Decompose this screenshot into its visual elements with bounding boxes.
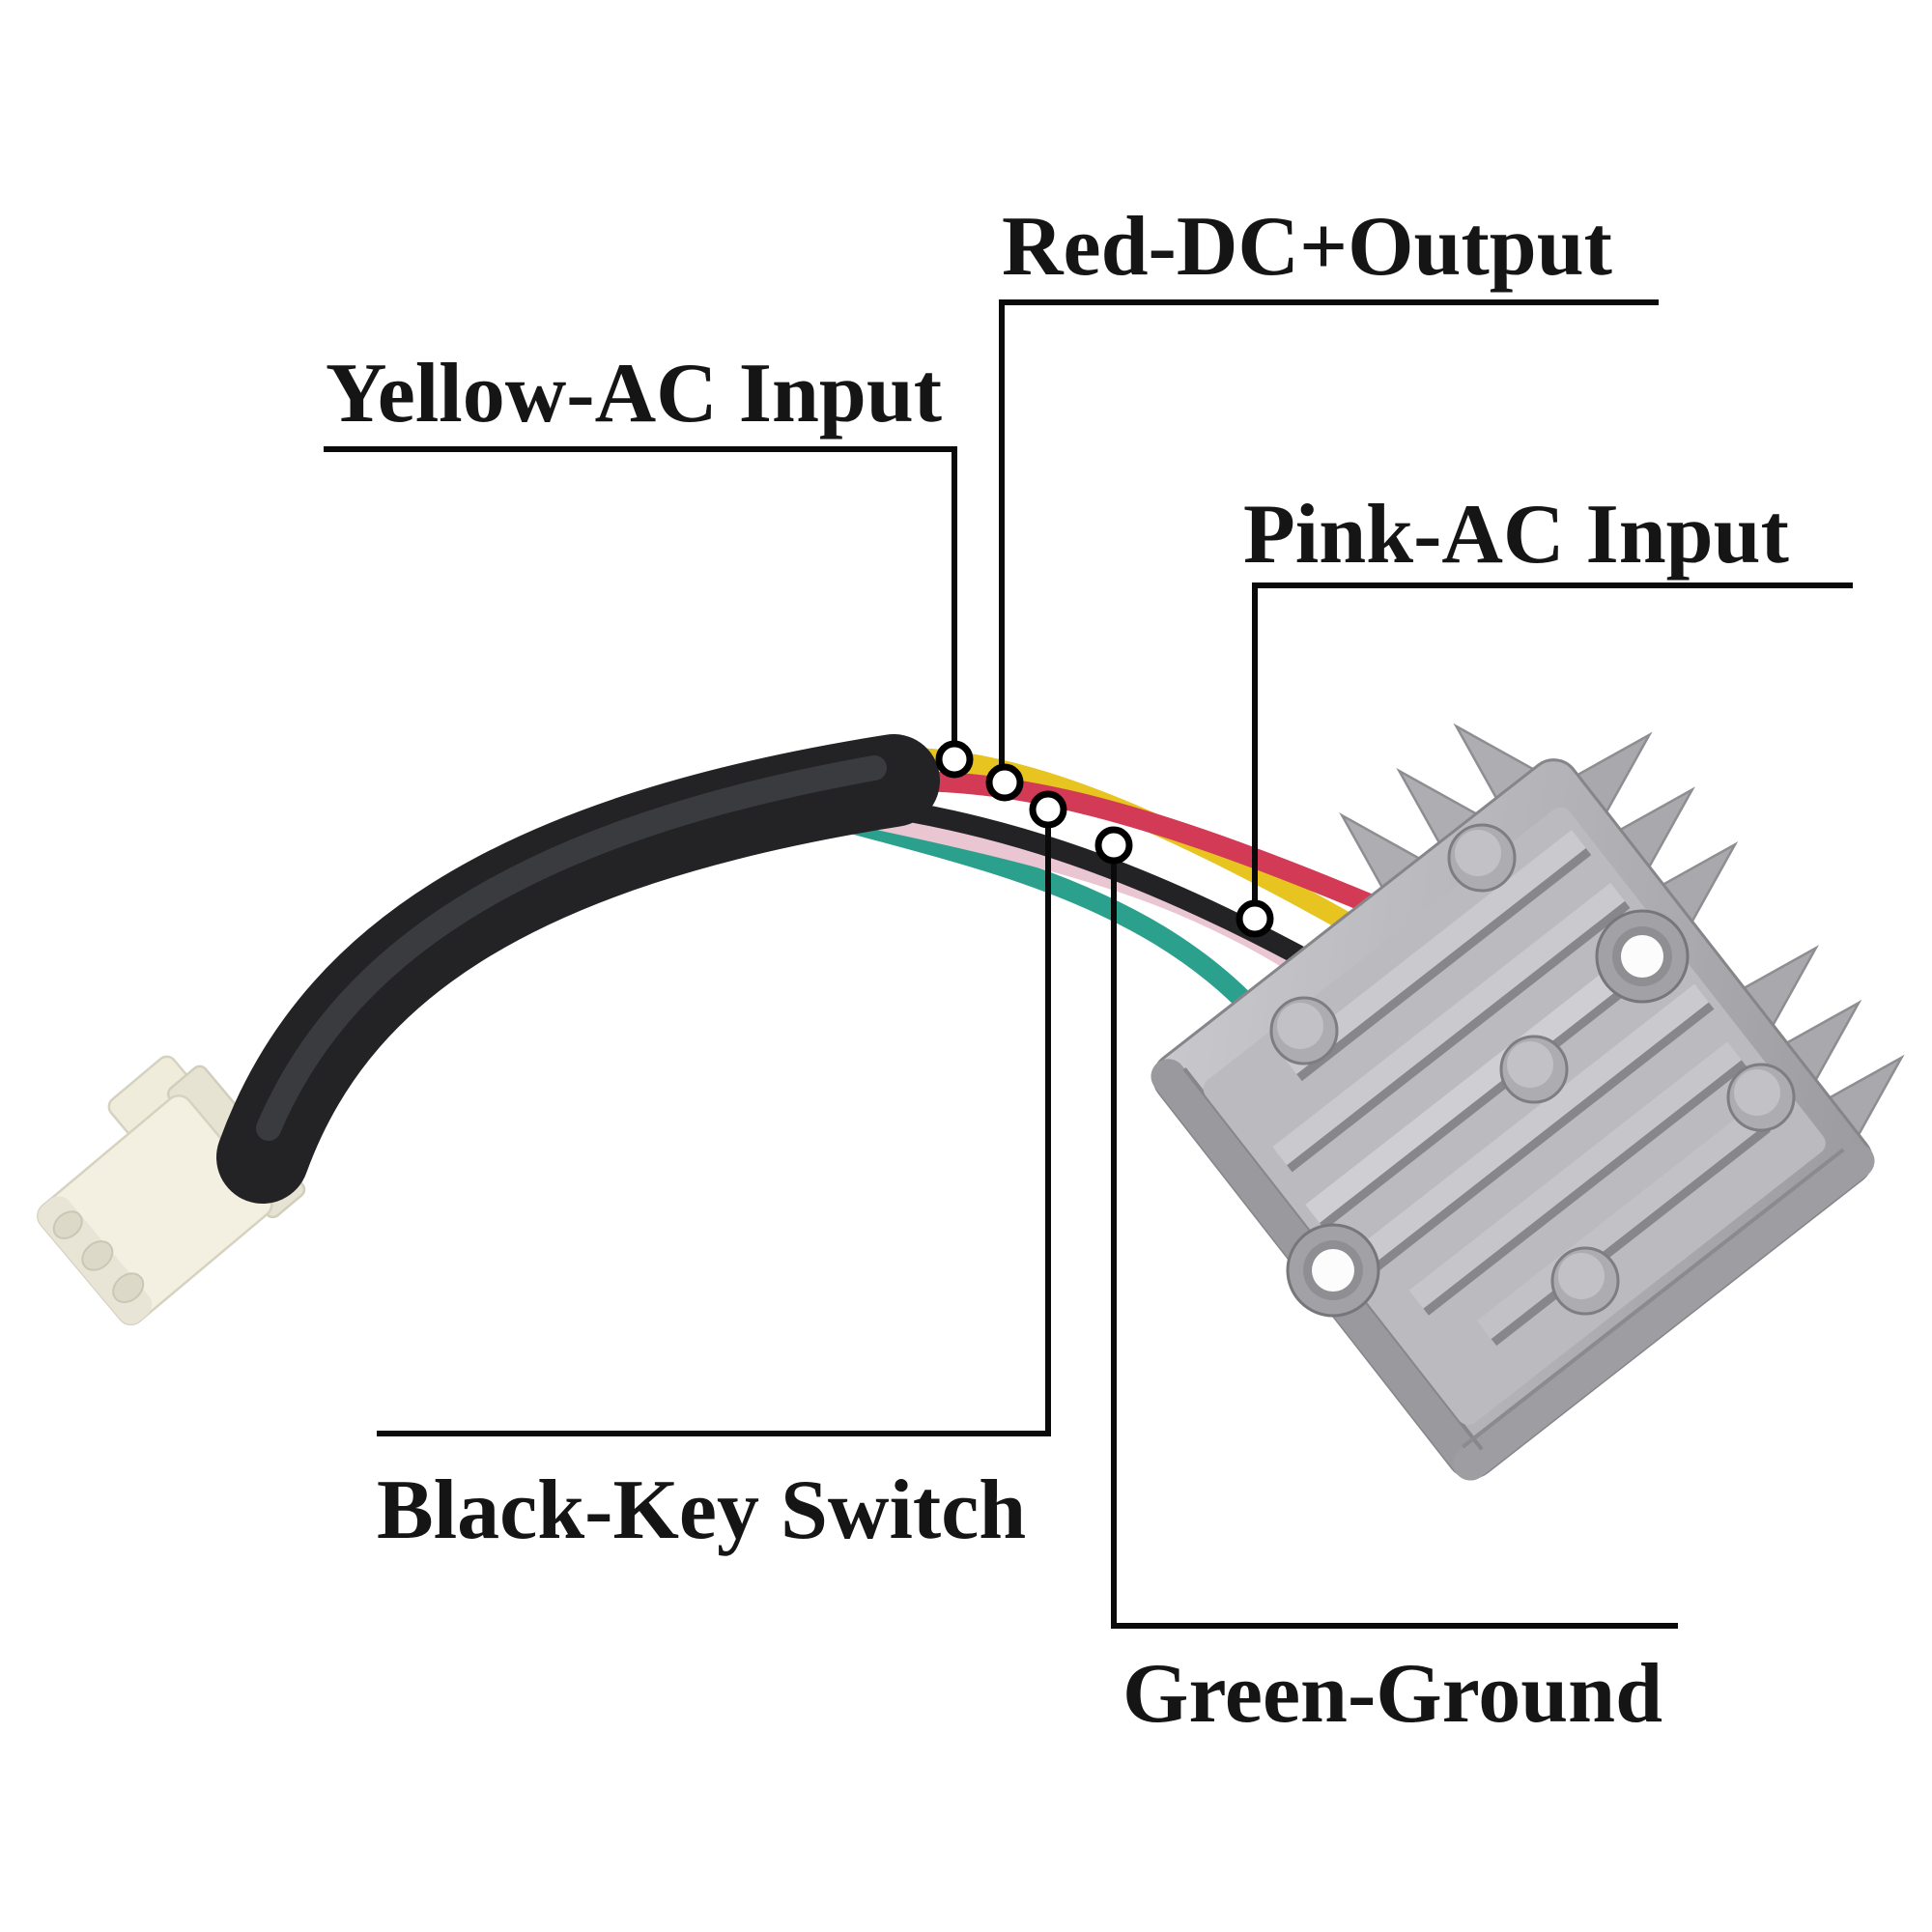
cable-assembly <box>37 734 1390 1326</box>
heatsink-rib <box>1305 932 1668 1223</box>
label-black-key-switch: Black-Key Switch <box>377 1463 1026 1557</box>
marker-yellow-wire <box>935 740 974 779</box>
annotation-red-dc-output: Red-DC+Output <box>985 200 1659 802</box>
marker-red-wire <box>985 763 1024 802</box>
bolt-posts <box>1269 823 1796 1316</box>
heatsink-rib <box>1282 830 1586 1075</box>
bolt-post <box>1550 1246 1620 1316</box>
annotations: Red-DC+Output Yellow-AC Input Pink-AC In… <box>324 200 1853 1741</box>
heatsink-rib <box>1272 882 1625 1166</box>
heatsink-rib <box>1353 983 1709 1269</box>
connector-pin-hole <box>81 1240 114 1271</box>
bolt-post <box>1499 1035 1569 1104</box>
flange-ridge <box>1462 1148 1845 1449</box>
cable-sleeve-highlight <box>256 755 887 1141</box>
mounting-hole <box>1595 909 1690 1004</box>
regulator <box>1151 723 1905 1481</box>
bolt-post <box>1269 996 1339 1065</box>
leader-line-red <box>999 299 1659 782</box>
heatsink-rib-shadow <box>1423 1060 1747 1316</box>
cable-sleeve <box>216 734 940 1204</box>
annotation-green-ground: Green-Ground <box>1094 826 1678 1741</box>
label-yellow-ac-input: Yellow-AC Input <box>326 347 942 440</box>
regulator-flange-bottom <box>1453 1143 1875 1481</box>
bolt-post <box>1726 1063 1796 1132</box>
heatsink-rib <box>1476 1106 1766 1340</box>
heatsink-rib-shadow <box>1296 848 1592 1082</box>
marker-black-wire <box>1029 790 1067 829</box>
bolt-post <box>1447 823 1517 893</box>
mounting-hole <box>1286 1223 1380 1318</box>
heatsink-rib-shadow <box>1367 1002 1715 1276</box>
leader-line-yellow <box>324 446 957 759</box>
connector-pin-hole <box>52 1210 83 1239</box>
marker-green-wire <box>1094 826 1133 865</box>
heatsink-rib <box>1408 1041 1742 1309</box>
annotation-pink-ac-input: Pink-AC Input <box>1236 488 1853 938</box>
leader-line-black <box>377 810 1051 1436</box>
leader-line-green <box>1111 845 1678 1629</box>
connector-pin-hole <box>112 1272 145 1303</box>
label-green-ground: Green-Ground <box>1122 1647 1662 1741</box>
heatsink-rib-shadow <box>1287 900 1631 1173</box>
annotation-black-key-switch: Black-Key Switch <box>377 790 1067 1557</box>
marker-pink-wire <box>1236 899 1274 938</box>
leader-line-pink <box>1252 582 1853 919</box>
label-pink-ac-input: Pink-AC Input <box>1243 488 1789 582</box>
heatsink-rib-shadow <box>1320 950 1674 1231</box>
label-red-dc-output: Red-DC+Output <box>1002 200 1612 294</box>
annotation-yellow-ac-input: Yellow-AC Input <box>324 347 974 779</box>
